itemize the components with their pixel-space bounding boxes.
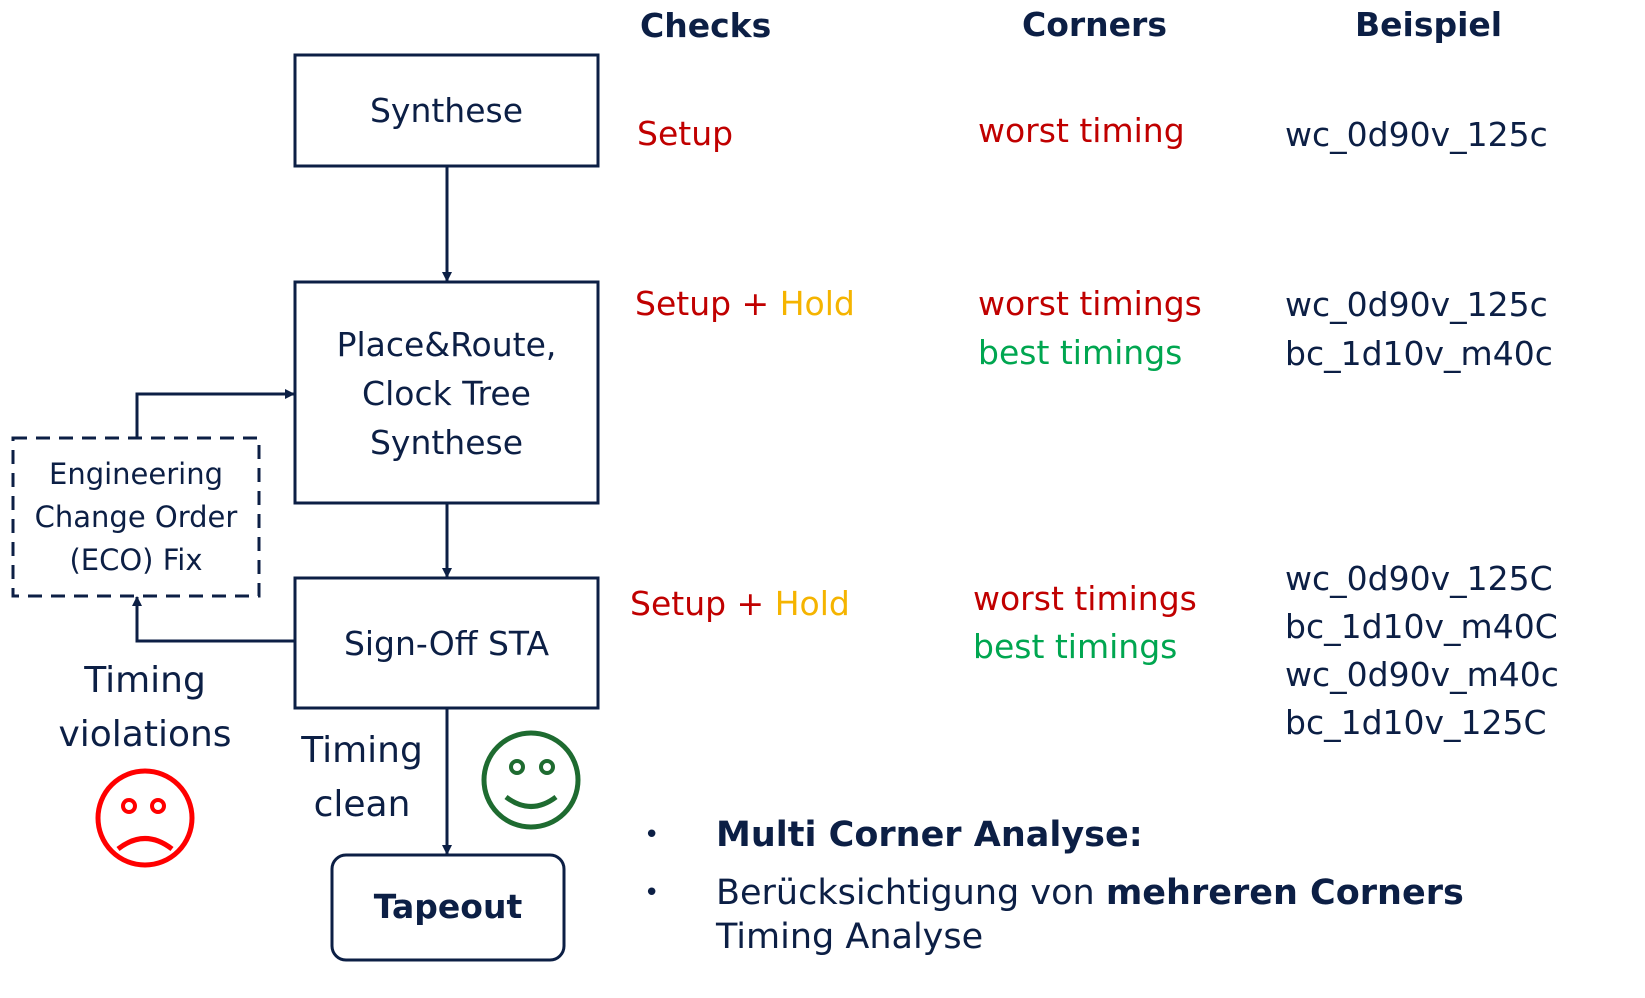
row3-check-plus: + [726, 584, 775, 623]
bullet-1-text: Multi Corner Analyse: [716, 815, 1143, 855]
bullet-consideration: • Berücksichtigung von mehreren Corners … [644, 876, 1645, 998]
row3-corner-worst: worst timings [973, 579, 1197, 618]
signoff-label: Sign-Off STA [343, 624, 550, 663]
row2-check-plus: + [731, 284, 780, 323]
arrow-eco-pnr [135, 389, 295, 438]
signoff-box [293, 576, 600, 710]
tapeout-box [330, 853, 566, 962]
bullet-2-line2: Timing Analyse [716, 917, 984, 957]
row3-corner-best: best timings [973, 627, 1178, 666]
tapeout-label: Tapeout [373, 887, 523, 926]
clean-label-line2: clean [313, 784, 411, 825]
row3-example-4: bc_1d10v_125C [1285, 703, 1547, 742]
row3-check: Setup + Hold [630, 587, 850, 620]
row2-example-1: wc_0d90v_125c [1285, 285, 1548, 324]
row1-example: wc_0d90v_125c [1285, 115, 1548, 154]
bullet-2-pre: Berücksichtigung von [716, 876, 1106, 913]
pnr-label-line3: Synthese [369, 423, 524, 462]
row2-check: Setup + Hold [635, 287, 855, 320]
synthese-box [293, 53, 600, 168]
happy-face-icon [481, 730, 581, 830]
bullet-multi-corner: • Multi Corner Analyse: [644, 818, 1644, 858]
header-checks: Checks [640, 6, 772, 45]
row1-check: Setup [637, 114, 734, 153]
row1-corner: worst timing [978, 111, 1185, 150]
violations-label-line2: violations [58, 714, 232, 755]
eco-label-line2: Change Order [34, 500, 238, 534]
pnr-box [293, 280, 600, 505]
row3-example-2: bc_1d10v_m40C [1285, 607, 1558, 646]
eco-box [11, 436, 261, 598]
bullet-2-bold: mehreren Corners [1105, 876, 1464, 913]
row3-example-1: wc_0d90v_125C [1285, 559, 1553, 598]
row3-check-hold: Hold [774, 584, 850, 623]
row2-corner-best: best timings [978, 333, 1183, 372]
arrow-signoff-eco [132, 596, 295, 643]
row2-corner-worst: worst timings [978, 284, 1202, 323]
clean-label-line1: Timing [301, 730, 423, 771]
bullet-dot-1: • [644, 820, 660, 850]
violations-label-line1: Timing [84, 660, 206, 701]
pnr-label-line2: Clock Tree [362, 374, 531, 413]
header-corners: Corners [1022, 5, 1167, 44]
bullet-dot-2: • [644, 878, 660, 908]
pnr-label-line1: Place&Route, [336, 325, 557, 364]
row2-example-2: bc_1d10v_m40c [1285, 334, 1553, 373]
eco-label-line3: (ECO) Fix [69, 543, 203, 577]
row3-example-3: wc_0d90v_m40c [1285, 655, 1559, 694]
bullet-2-line1: Berücksichtigung von mehreren Corners [716, 876, 1464, 911]
sad-face-icon [95, 768, 195, 868]
synthese-label: Synthese [369, 91, 524, 130]
row2-check-hold: Hold [779, 284, 855, 323]
row2-check-setup: Setup [635, 284, 732, 323]
header-example: Beispiel [1355, 5, 1503, 44]
row3-check-setup: Setup [630, 584, 727, 623]
eco-label-line1: Engineering [49, 457, 223, 491]
